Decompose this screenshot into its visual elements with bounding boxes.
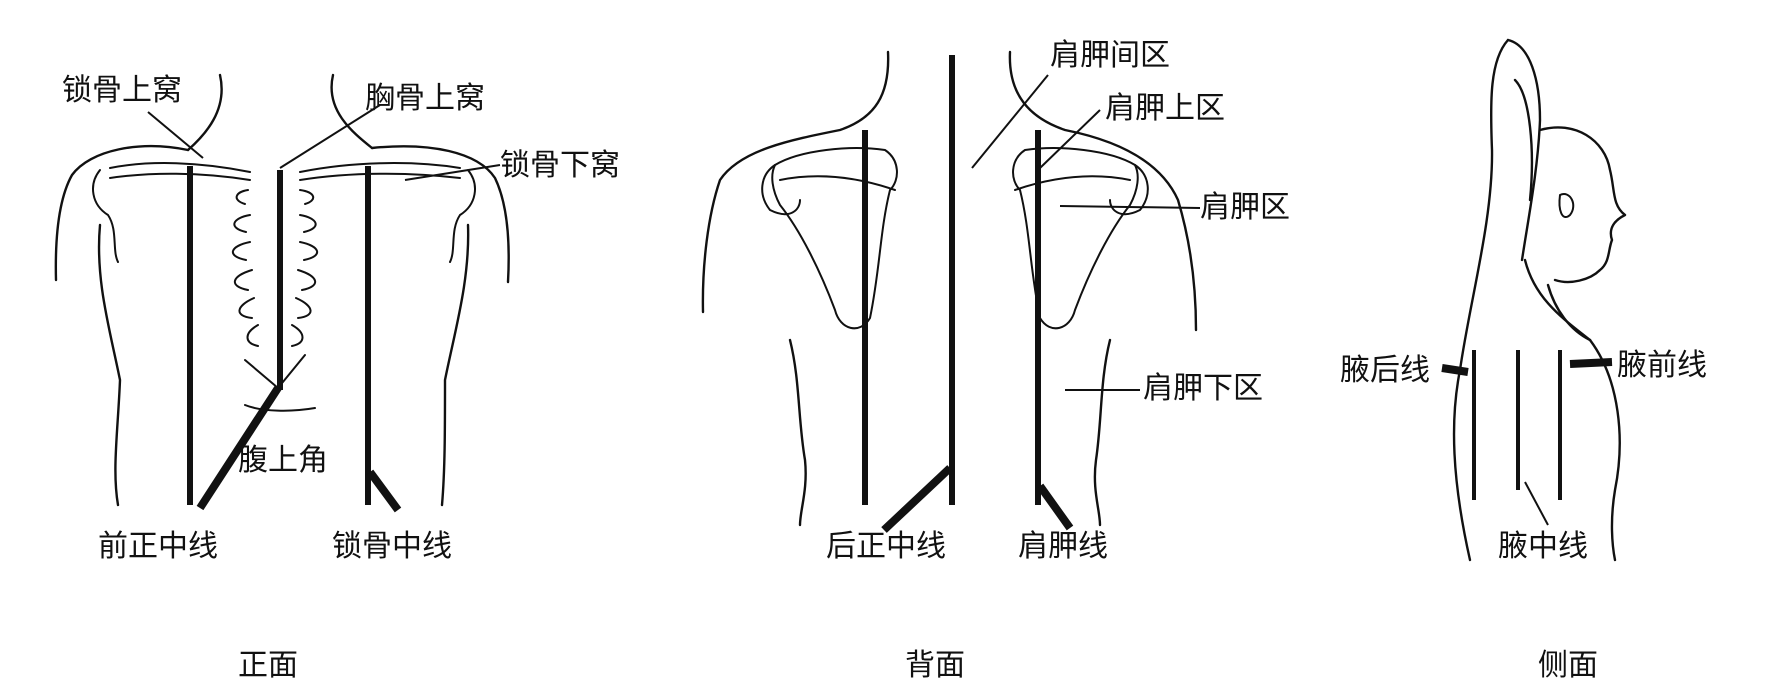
label-suprasternal-fossa: 胸骨上窝 [365,81,485,116]
side-arm-hand [1513,78,1534,202]
leader-suprascapular [1039,109,1101,169]
front-ribs-right [291,189,318,347]
side-arm-back [1458,38,1510,372]
side-view: 腋后线 腋前线 腋中线 侧面 [1340,38,1707,683]
back-shoulder-left [761,164,801,216]
caption-side: 侧面 [1538,648,1598,683]
pointer-anterior-midline [196,385,282,511]
front-clavicle-right [299,162,461,181]
side-neck [1546,283,1592,342]
front-torso-right [370,145,510,507]
label-suprascapular-region: 肩胛上区 [1105,91,1225,126]
leader-scapular [1059,205,1201,209]
front-ribs-left [232,189,259,347]
side-ear [1558,193,1575,218]
front-neck-right [330,73,374,150]
label-infraclavicular-fossa: 锁骨下窝 [500,148,620,183]
back-neck-right [1008,50,1198,332]
back-scapula-left [771,147,898,330]
label-interscapular-region: 肩胛间区 [1050,38,1170,73]
leader-supraclavicular [147,111,204,159]
label-midclavicular-line: 锁骨中线 [332,529,452,564]
label-scapular-line: 肩胛线 [1018,529,1108,564]
front-shoulder-joint-left [92,169,119,263]
pointer-scapular-line [1036,483,1074,531]
back-torso-right [1093,338,1112,527]
pointer-midclavicular [366,469,402,513]
leader-mid-axillary [1524,481,1549,526]
leader-suprasternal [279,104,381,169]
back-scapula-left-spine [779,175,896,191]
side-torso-back [1452,368,1472,562]
label-mid-axillary-line: 腋中线 [1498,529,1588,564]
back-shoulder-right [1109,164,1149,216]
back-neck-left [701,50,890,314]
label-posterior-midline: 后正中线 [826,529,946,564]
front-shoulder-joint-right [449,169,476,263]
caption-front: 正面 [238,648,298,683]
label-supraclavicular-fossa: 锁骨上窝 [62,73,182,108]
front-clavicle-left [109,162,251,181]
pointer-anterior-axillary [1569,358,1613,368]
front-torso-left [54,144,190,507]
side-head [1538,126,1627,284]
label-scapular-region: 肩胛区 [1200,190,1290,225]
label-infrascapular-region: 肩胛下区 [1143,371,1263,406]
side-torso-front [1523,258,1621,562]
label-epigastric-angle: 腹上角 [238,443,328,478]
back-torso-left [788,338,807,527]
pointer-posterior-axillary [1441,364,1469,376]
label-anterior-midline: 前正中线 [98,529,218,564]
leader-infraclavicular [404,164,501,181]
back-scapula-right [1012,147,1139,330]
back-view: 肩胛间区 肩胛上区 肩胛区 肩胛下区 后正中线 肩胛线 背面 [701,38,1290,683]
label-posterior-axillary-line: 腋后线 [1340,353,1430,388]
leader-interscapular [971,74,1049,169]
side-arm-front [1506,38,1542,262]
label-anterior-axillary-line: 腋前线 [1617,348,1707,383]
caption-back: 背面 [905,648,965,683]
front-view: 锁骨上窝 胸骨上窝 锁骨下窝 腹上角 前正中线 锁骨中线 正面 [54,73,620,683]
pointer-posterior-midline [881,465,953,533]
front-neck-left [186,73,223,152]
back-scapula-right-spine [1014,175,1131,191]
